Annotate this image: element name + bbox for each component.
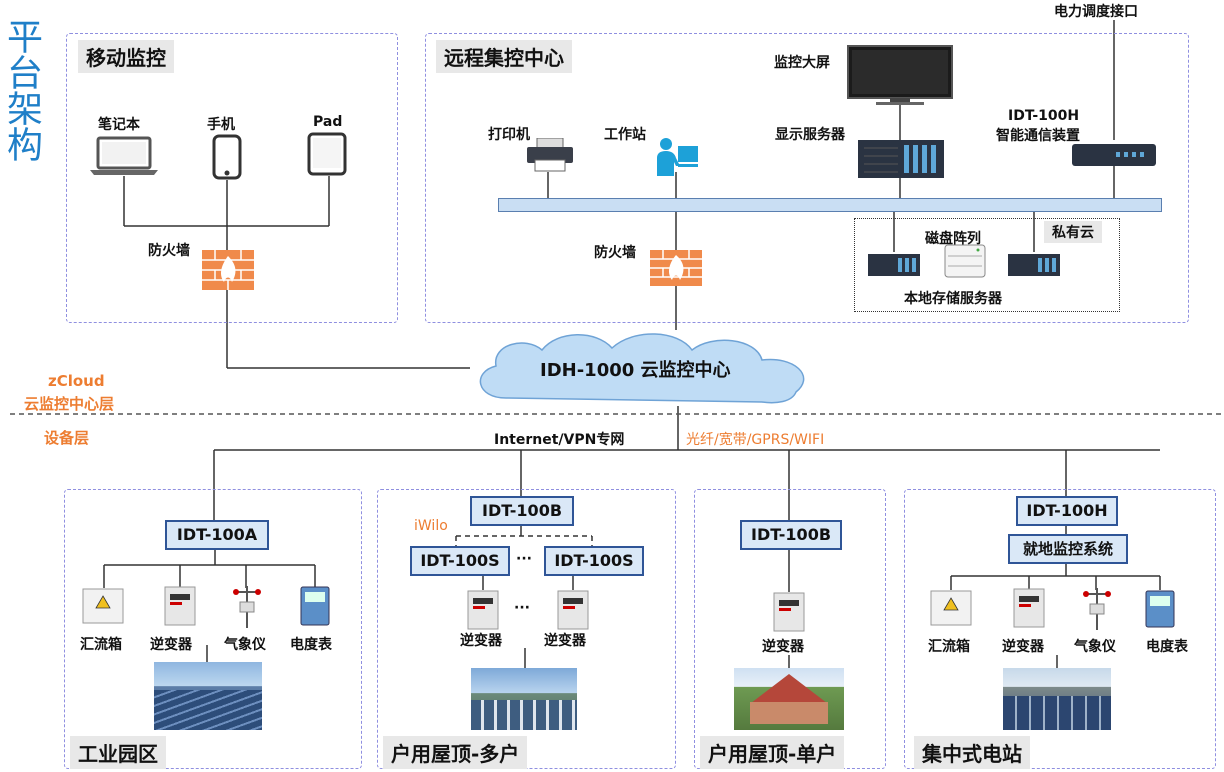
display-server-label: 显示服务器	[775, 127, 845, 143]
firewall-icon	[650, 250, 702, 286]
laptop-label: 笔记本	[98, 117, 140, 133]
remote-firewall-label: 防火墙	[594, 245, 636, 261]
centralized-gateway: IDT-100H	[1016, 496, 1118, 526]
industrial-device-2: 逆变器	[150, 637, 192, 653]
disk-array-icon	[944, 244, 986, 278]
inverter-ellipsis: ···	[514, 600, 530, 616]
sub-gateway-1: IDT-100S	[410, 546, 510, 576]
big-screen-icon	[847, 45, 953, 105]
local-storage-label: 本地存储服务器	[904, 291, 1002, 307]
weather-station-icon	[1083, 588, 1111, 630]
private-cloud-box	[854, 218, 1120, 312]
workstation-label: 工作站	[604, 127, 646, 143]
internet-label: Internet/VPN专网	[494, 432, 625, 448]
combiner-box-icon	[82, 588, 124, 624]
rooftop-multi-device-2: 逆变器	[544, 633, 586, 649]
inverter-icon	[557, 590, 589, 630]
industrial-gateway: IDT-100A	[165, 520, 269, 550]
display-server-icon	[858, 140, 944, 178]
big-screen-label: 监控大屏	[774, 55, 830, 71]
disk-array-label: 磁盘阵列	[925, 231, 981, 247]
inverter-icon	[164, 586, 196, 626]
centralized-plant-panel	[904, 489, 1216, 769]
comm-device-name: 智能通信装置	[996, 128, 1080, 144]
centralized-title: 集中式电站	[914, 736, 1030, 769]
sub-gateway-ellipsis: ···	[516, 551, 532, 567]
rooftop-multi-title: 户用屋顶-多户	[383, 736, 528, 769]
remote-panel-title: 远程集控中心	[436, 40, 572, 73]
electric-meter-icon	[300, 586, 330, 626]
industrial-device-4: 电度表	[290, 637, 332, 653]
mobile-panel-title: 移动监控	[78, 40, 174, 73]
phone-label: 手机	[207, 117, 235, 133]
inverter-icon	[467, 590, 499, 630]
rooftop-single-photo	[734, 668, 844, 730]
pad-label: Pad	[313, 114, 343, 130]
firewall-icon	[202, 250, 254, 290]
rooftop-multi-device-1: 逆变器	[460, 633, 502, 649]
centralized-device-1: 汇流箱	[928, 639, 970, 655]
diagram-title-text: 平台架构	[1, 18, 42, 162]
iwilo-label: iWilo	[414, 518, 448, 534]
rooftop-single-gateway: IDT-100B	[740, 520, 842, 550]
industrial-device-3: 气象仪	[224, 637, 266, 653]
phone-icon	[212, 134, 242, 180]
centralized-device-3: 气象仪	[1074, 639, 1116, 655]
rooftop-multi-photo	[471, 668, 577, 730]
cloud-layer-label-2: 云监控中心层	[24, 395, 115, 413]
weather-station-icon	[233, 586, 261, 628]
laptop-icon	[90, 136, 158, 175]
rooftop-single-title: 户用屋顶-单户	[700, 736, 845, 769]
rooftop-multi-gateway: IDT-100B	[470, 496, 574, 526]
comm-device-model: IDT-100H	[1008, 108, 1080, 124]
diagram-title: 平台架构	[1, 18, 42, 162]
mobile-monitor-panel	[66, 33, 398, 323]
mobile-firewall-label: 防火墙	[148, 243, 190, 259]
combiner-box-icon	[930, 590, 972, 626]
tablet-icon	[307, 132, 347, 176]
cloud-layer-label: zCloud	[48, 372, 105, 390]
industrial-park-panel	[64, 489, 362, 769]
workstation-icon	[657, 138, 698, 176]
centralized-device-2: 逆变器	[1002, 639, 1044, 655]
rooftop-single-device-1: 逆变器	[762, 639, 804, 655]
storage-server-icon	[1008, 254, 1060, 276]
sub-gateway-2: IDT-100S	[544, 546, 644, 576]
cloud-center-label: IDH-1000 云监控中心	[540, 360, 731, 381]
comm-device-icon	[1072, 144, 1156, 166]
power-dispatch-label: 电力调度接口	[1054, 4, 1138, 20]
electric-meter-icon	[1145, 590, 1175, 628]
private-cloud-label: 私有云	[1044, 221, 1102, 243]
local-monitor-system: 就地监控系统	[1008, 534, 1128, 564]
printer-label: 打印机	[488, 127, 530, 143]
remote-control-panel	[425, 33, 1189, 323]
device-layer-label: 设备层	[44, 429, 90, 447]
printer-icon	[527, 138, 573, 172]
network-bus	[498, 198, 1162, 212]
inverter-icon	[773, 592, 805, 632]
cloud-icon	[479, 333, 805, 404]
links-label: 光纤/宽带/GPRS/WIFI	[686, 432, 825, 448]
centralized-photo	[1003, 668, 1111, 730]
centralized-device-4: 电度表	[1146, 639, 1188, 655]
industrial-device-1: 汇流箱	[80, 637, 122, 653]
inverter-icon	[1013, 588, 1045, 628]
industrial-photo	[154, 662, 262, 730]
storage-server-icon	[868, 254, 920, 276]
industrial-title: 工业园区	[70, 736, 166, 769]
